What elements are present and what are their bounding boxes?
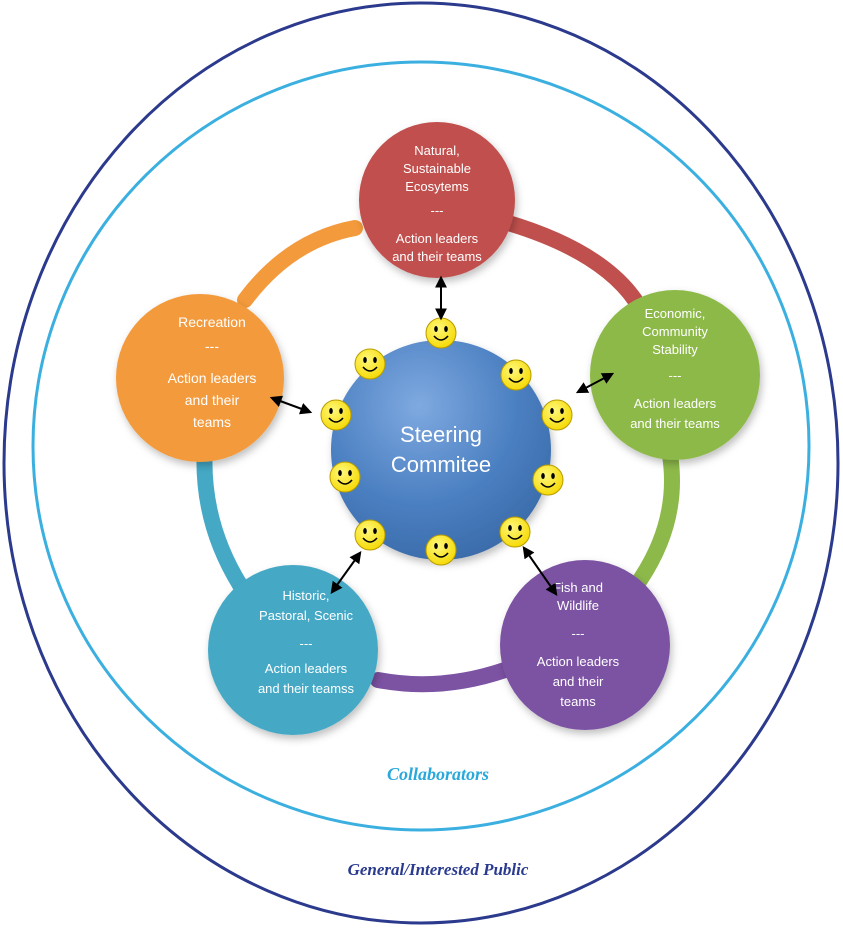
node-ecosystems-line-4: --- (431, 203, 444, 218)
inner-ring (31, 60, 811, 832)
node-wildlife-circle (500, 560, 670, 730)
steering-committee-label-line-1: Steering (400, 422, 482, 447)
node-historic-line-2: Pastoral, Scenic (259, 608, 353, 623)
node-historic-line-3: --- (300, 636, 313, 651)
node-wildlife-line-6: teams (560, 694, 596, 709)
node-historic-circle (208, 565, 378, 735)
public-label: General/Interested Public (348, 860, 529, 879)
arrow-historic (330, 551, 362, 594)
node-ecosystems-line-3: Ecosytems (405, 179, 469, 194)
smiley-face-icon (541, 399, 573, 431)
node-recreation-line-3: Action leaders (168, 370, 257, 386)
connector-recreation-ecosystems (237, 220, 363, 308)
node-economic-line-4: --- (669, 368, 682, 383)
node-wildlife-line-2: Wildlife (557, 598, 599, 613)
arrow-wildlife (522, 546, 558, 596)
node-wildlife-line-5: and their (553, 674, 604, 689)
steering-committee-circle (331, 340, 551, 560)
node-economic-line-3: Stability (652, 342, 698, 357)
node-historic-line-5: and their teamss (258, 681, 355, 696)
steering-committee-label-line-2: Commitee (391, 452, 491, 477)
node-wildlife-line-4: Action leaders (537, 654, 620, 669)
node-recreation-line-5: teams (193, 414, 231, 430)
connector-wildlife-historic (370, 662, 513, 693)
smiley-face-icon (425, 534, 457, 566)
node-economic-line-2: Community (642, 324, 708, 339)
node-historic: Historic, Pastoral, Scenic --- Action le… (208, 565, 378, 735)
node-historic-line-1: Historic, (283, 588, 330, 603)
smiley-face-icon (329, 461, 361, 493)
node-economic-circle (590, 290, 760, 460)
node-recreation-line-1: Recreation (178, 314, 246, 330)
smiley-face-icon (532, 464, 564, 496)
node-recreation: Recreation --- Action leaders and their … (116, 294, 284, 462)
node-ecosystems-circle (359, 122, 515, 278)
node-recreation-line-4: and their (185, 392, 240, 408)
node-wildlife-line-3: --- (572, 626, 585, 641)
node-recreation-line-2: --- (205, 338, 219, 354)
smiley-face-icon (425, 317, 457, 349)
node-recreation-circle (116, 294, 284, 462)
node-ecosystems-line-6: and their teams (392, 249, 482, 264)
connector-ecosystems-economic (497, 214, 643, 308)
smiley-face-icon (354, 348, 386, 380)
node-economic-line-6: and their teams (630, 416, 720, 431)
node-historic-line-4: Action leaders (265, 661, 348, 676)
node-ecosystems-line-5: Action leaders (396, 231, 479, 246)
committee-members (320, 317, 573, 566)
node-wildlife: Fish and Wildlife --- Action leaders and… (500, 560, 670, 730)
node-economic-line-1: Economic, (645, 306, 706, 321)
node-connectors (196, 214, 680, 693)
connector-historic-recreation (196, 437, 248, 593)
smiley-face-icon (500, 359, 532, 391)
node-economic-line-5: Action leaders (634, 396, 717, 411)
node-ecosystems-line-2: Sustainable (403, 161, 471, 176)
collaborators-label: Collaborators (387, 764, 489, 784)
node-wildlife-line-1: Fish and (553, 580, 603, 595)
arrow-economic (575, 372, 615, 394)
smiley-face-icon (354, 519, 386, 551)
node-ecosystems-line-1: Natural, (414, 143, 460, 158)
smiley-face-icon (320, 399, 352, 431)
arrow-recreation (269, 395, 313, 415)
node-economic: Economic, Community Stability --- Action… (590, 290, 760, 460)
link-arrows (269, 275, 615, 596)
smiley-face-icon (499, 516, 531, 548)
connector-economic-wildlife (632, 447, 680, 588)
node-ecosystems: Natural, Sustainable Ecosytems --- Actio… (359, 122, 515, 278)
